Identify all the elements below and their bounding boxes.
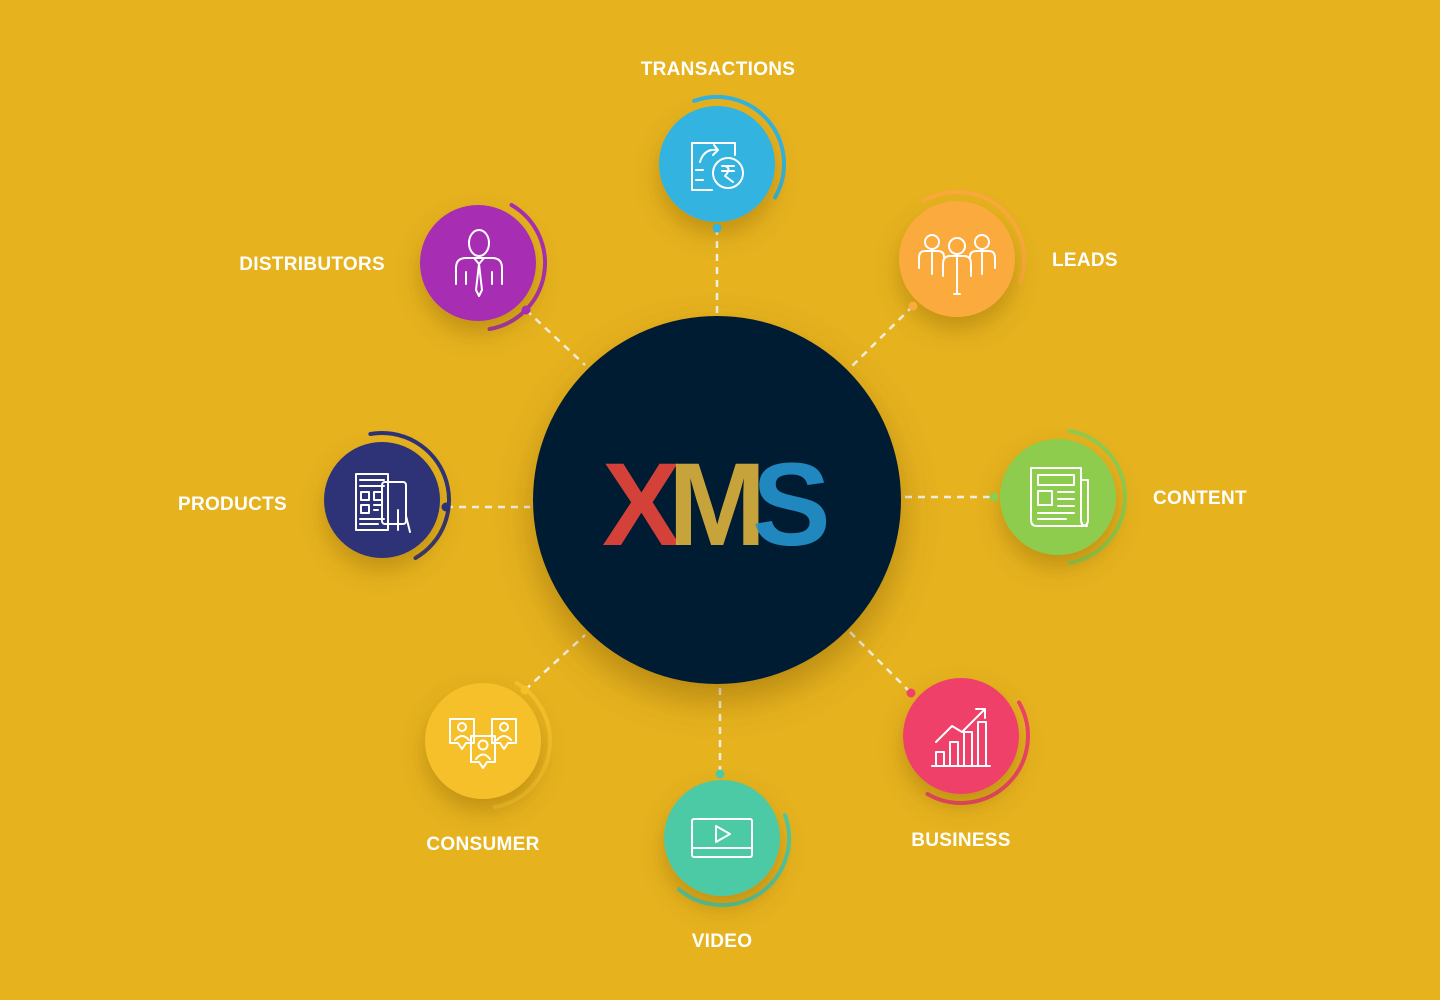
products-connector-dot: [441, 502, 451, 512]
business-connector-dot: [906, 688, 916, 698]
business-disc: [903, 678, 1019, 794]
newspaper-icon: [1030, 467, 1089, 527]
node-business[interactable]: BUSINESS: [903, 678, 1030, 851]
money-transfer-icon: [691, 142, 744, 191]
qr-document-icon: [355, 473, 411, 533]
content-label: CONTENT: [1153, 488, 1247, 509]
xms-logo: X M S: [602, 439, 831, 571]
consumer-label: CONSUMER: [426, 834, 539, 855]
logo-letter-x: X: [602, 439, 681, 571]
node-distributors[interactable]: DISTRIBUTORS: [239, 203, 547, 331]
distributors-ring: [487, 203, 547, 331]
business-label: BUSINESS: [911, 830, 1011, 851]
connector-leads: [849, 305, 914, 369]
connector-distributors: [525, 309, 586, 366]
people-group-icon: [918, 234, 996, 295]
consumer-connector-dot: [520, 685, 530, 695]
leads-ring: [921, 190, 1026, 284]
business-ring: [925, 700, 1030, 805]
video-connector-dot: [715, 769, 725, 779]
businessman-icon: [455, 229, 503, 297]
transactions-connector-dot: [712, 223, 722, 233]
video-label: VIDEO: [692, 931, 753, 952]
content-ring: [1067, 429, 1128, 565]
growth-chart-icon: [931, 708, 991, 767]
logo-letter-s: S: [752, 439, 831, 571]
node-products[interactable]: PRODUCTS: [178, 431, 451, 560]
leads-connector-dot: [908, 301, 918, 311]
node-consumer[interactable]: CONSUMER: [425, 681, 552, 855]
transactions-label: TRANSACTIONS: [641, 59, 796, 80]
user-reviews-icon: [449, 718, 517, 769]
connector-lines: [446, 228, 994, 774]
xms-hub[interactable]: X M S: [533, 316, 901, 684]
node-video[interactable]: VIDEO: [664, 769, 791, 953]
logo-letter-m: M: [668, 439, 766, 571]
products-ring: [368, 431, 451, 560]
leads-label: LEADS: [1052, 250, 1118, 271]
connector-business: [849, 631, 912, 694]
content-disc: [1000, 439, 1116, 555]
transactions-ring: [692, 95, 786, 200]
video-player-icon: [691, 818, 753, 858]
distributors-label: DISTRIBUTORS: [239, 254, 385, 275]
video-ring: [676, 813, 791, 908]
node-leads[interactable]: LEADS: [899, 190, 1118, 317]
hub-circle: [533, 316, 901, 684]
node-transactions[interactable]: TRANSACTIONS: [641, 59, 796, 233]
connector-consumer: [524, 634, 586, 691]
products-label: PRODUCTS: [178, 494, 287, 515]
content-connector-dot: [989, 492, 999, 502]
consumer-ring: [492, 681, 552, 809]
node-content[interactable]: CONTENT: [989, 429, 1248, 565]
distributors-connector-dot: [521, 305, 531, 315]
